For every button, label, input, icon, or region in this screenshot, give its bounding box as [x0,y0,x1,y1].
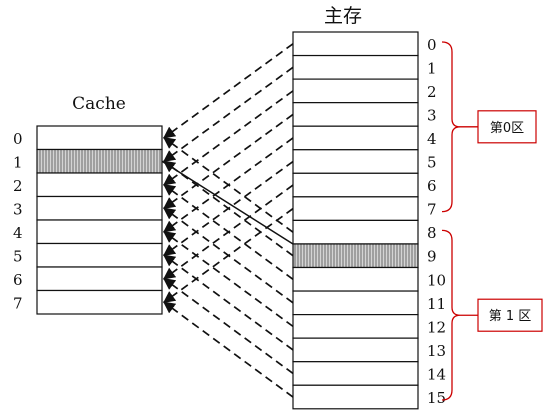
zone-1-label: 第 1 区 [489,309,532,324]
memory-block-label-1: 1 [427,59,437,77]
memory-block-12 [292,314,419,339]
cache-line-7 [36,289,163,315]
memory-block-label-5: 5 [427,154,437,172]
mapping-arrow-block-8 [163,137,294,233]
memory-block-label-14: 14 [427,365,446,383]
memory-block-label-9: 9 [427,248,437,266]
cache-line-5 [36,242,163,268]
memory-block-label-3: 3 [427,106,437,124]
cache-line-3 [36,195,163,221]
memory-block-0 [292,31,419,57]
memory-block-label-13: 13 [427,342,446,360]
cache-line-label-3: 3 [13,200,23,218]
memory-block-label-2: 2 [427,83,437,101]
memory-block-5 [292,149,419,174]
cache-line-label-6: 6 [13,271,23,289]
mapping-arrow-block-1 [163,66,294,162]
highlight-link-line [161,160,294,245]
memory-block-14 [292,361,419,386]
memory-block-15 [292,384,419,410]
cache-line-label-7: 7 [13,294,23,312]
zone-1-box [477,298,543,332]
memory-block-4 [292,125,419,151]
cache-title: Cache [72,94,126,114]
memory-block-label-10: 10 [427,271,446,289]
memory-block-label-15: 15 [427,389,446,407]
cache-line-4 [36,219,163,245]
cache-line-label-4: 4 [13,224,23,242]
cache-table: 0 1 2 3 4 5 6 7 [13,125,163,315]
memory-block-1 [292,54,419,80]
main-memory-title: 主存 [324,5,362,27]
mapping-arrow-block-12 [163,231,294,328]
mapping-arrow-block-9 [163,160,294,257]
mapping-arrows [163,43,294,398]
cache-line-label-2: 2 [13,177,23,195]
mapping-arrow-block-13 [163,254,294,351]
mapping-arrow-block-0 [163,43,294,139]
memory-block-7 [292,196,419,222]
zone-0-bracket [441,41,461,213]
mapping-arrow-block-2 [163,90,294,186]
memory-block-label-4: 4 [427,130,437,148]
cache-line-1 [36,148,163,174]
memory-block-3 [292,102,419,127]
cache-line-label-5: 5 [13,247,23,265]
memory-block-label-7: 7 [427,201,437,219]
mapping-arrow-block-15 [163,301,294,398]
memory-block-label-8: 8 [427,224,437,242]
zone-0-box [477,110,537,144]
memory-block-10 [292,266,419,292]
highlight-mapping-line [161,160,294,245]
memory-block-8 [292,219,419,245]
memory-block-label-11: 11 [427,295,446,313]
cache-line-6 [36,266,163,292]
mapping-arrow-block-3 [163,113,294,209]
mapping-arrow-block-10 [163,184,294,280]
mapping-arrow-block-14 [163,278,294,375]
memory-block-2 [292,78,419,104]
memory-block-9 [292,243,419,269]
zone-0-label: 第0区 [490,121,524,136]
memory-block-label-12: 12 [427,318,446,336]
memory-block-11 [292,290,419,316]
mapping-arrow-block-11 [163,207,294,304]
memory-block-6 [292,172,419,198]
cache-line-label-1: 1 [13,153,23,171]
memory-block-label-0: 0 [427,36,437,54]
memory-block-13 [292,337,419,363]
memory-block-label-6: 6 [427,177,437,195]
cache-line-0 [36,125,163,151]
cache-line-label-0: 0 [13,130,23,148]
cache-line-2 [36,172,163,198]
